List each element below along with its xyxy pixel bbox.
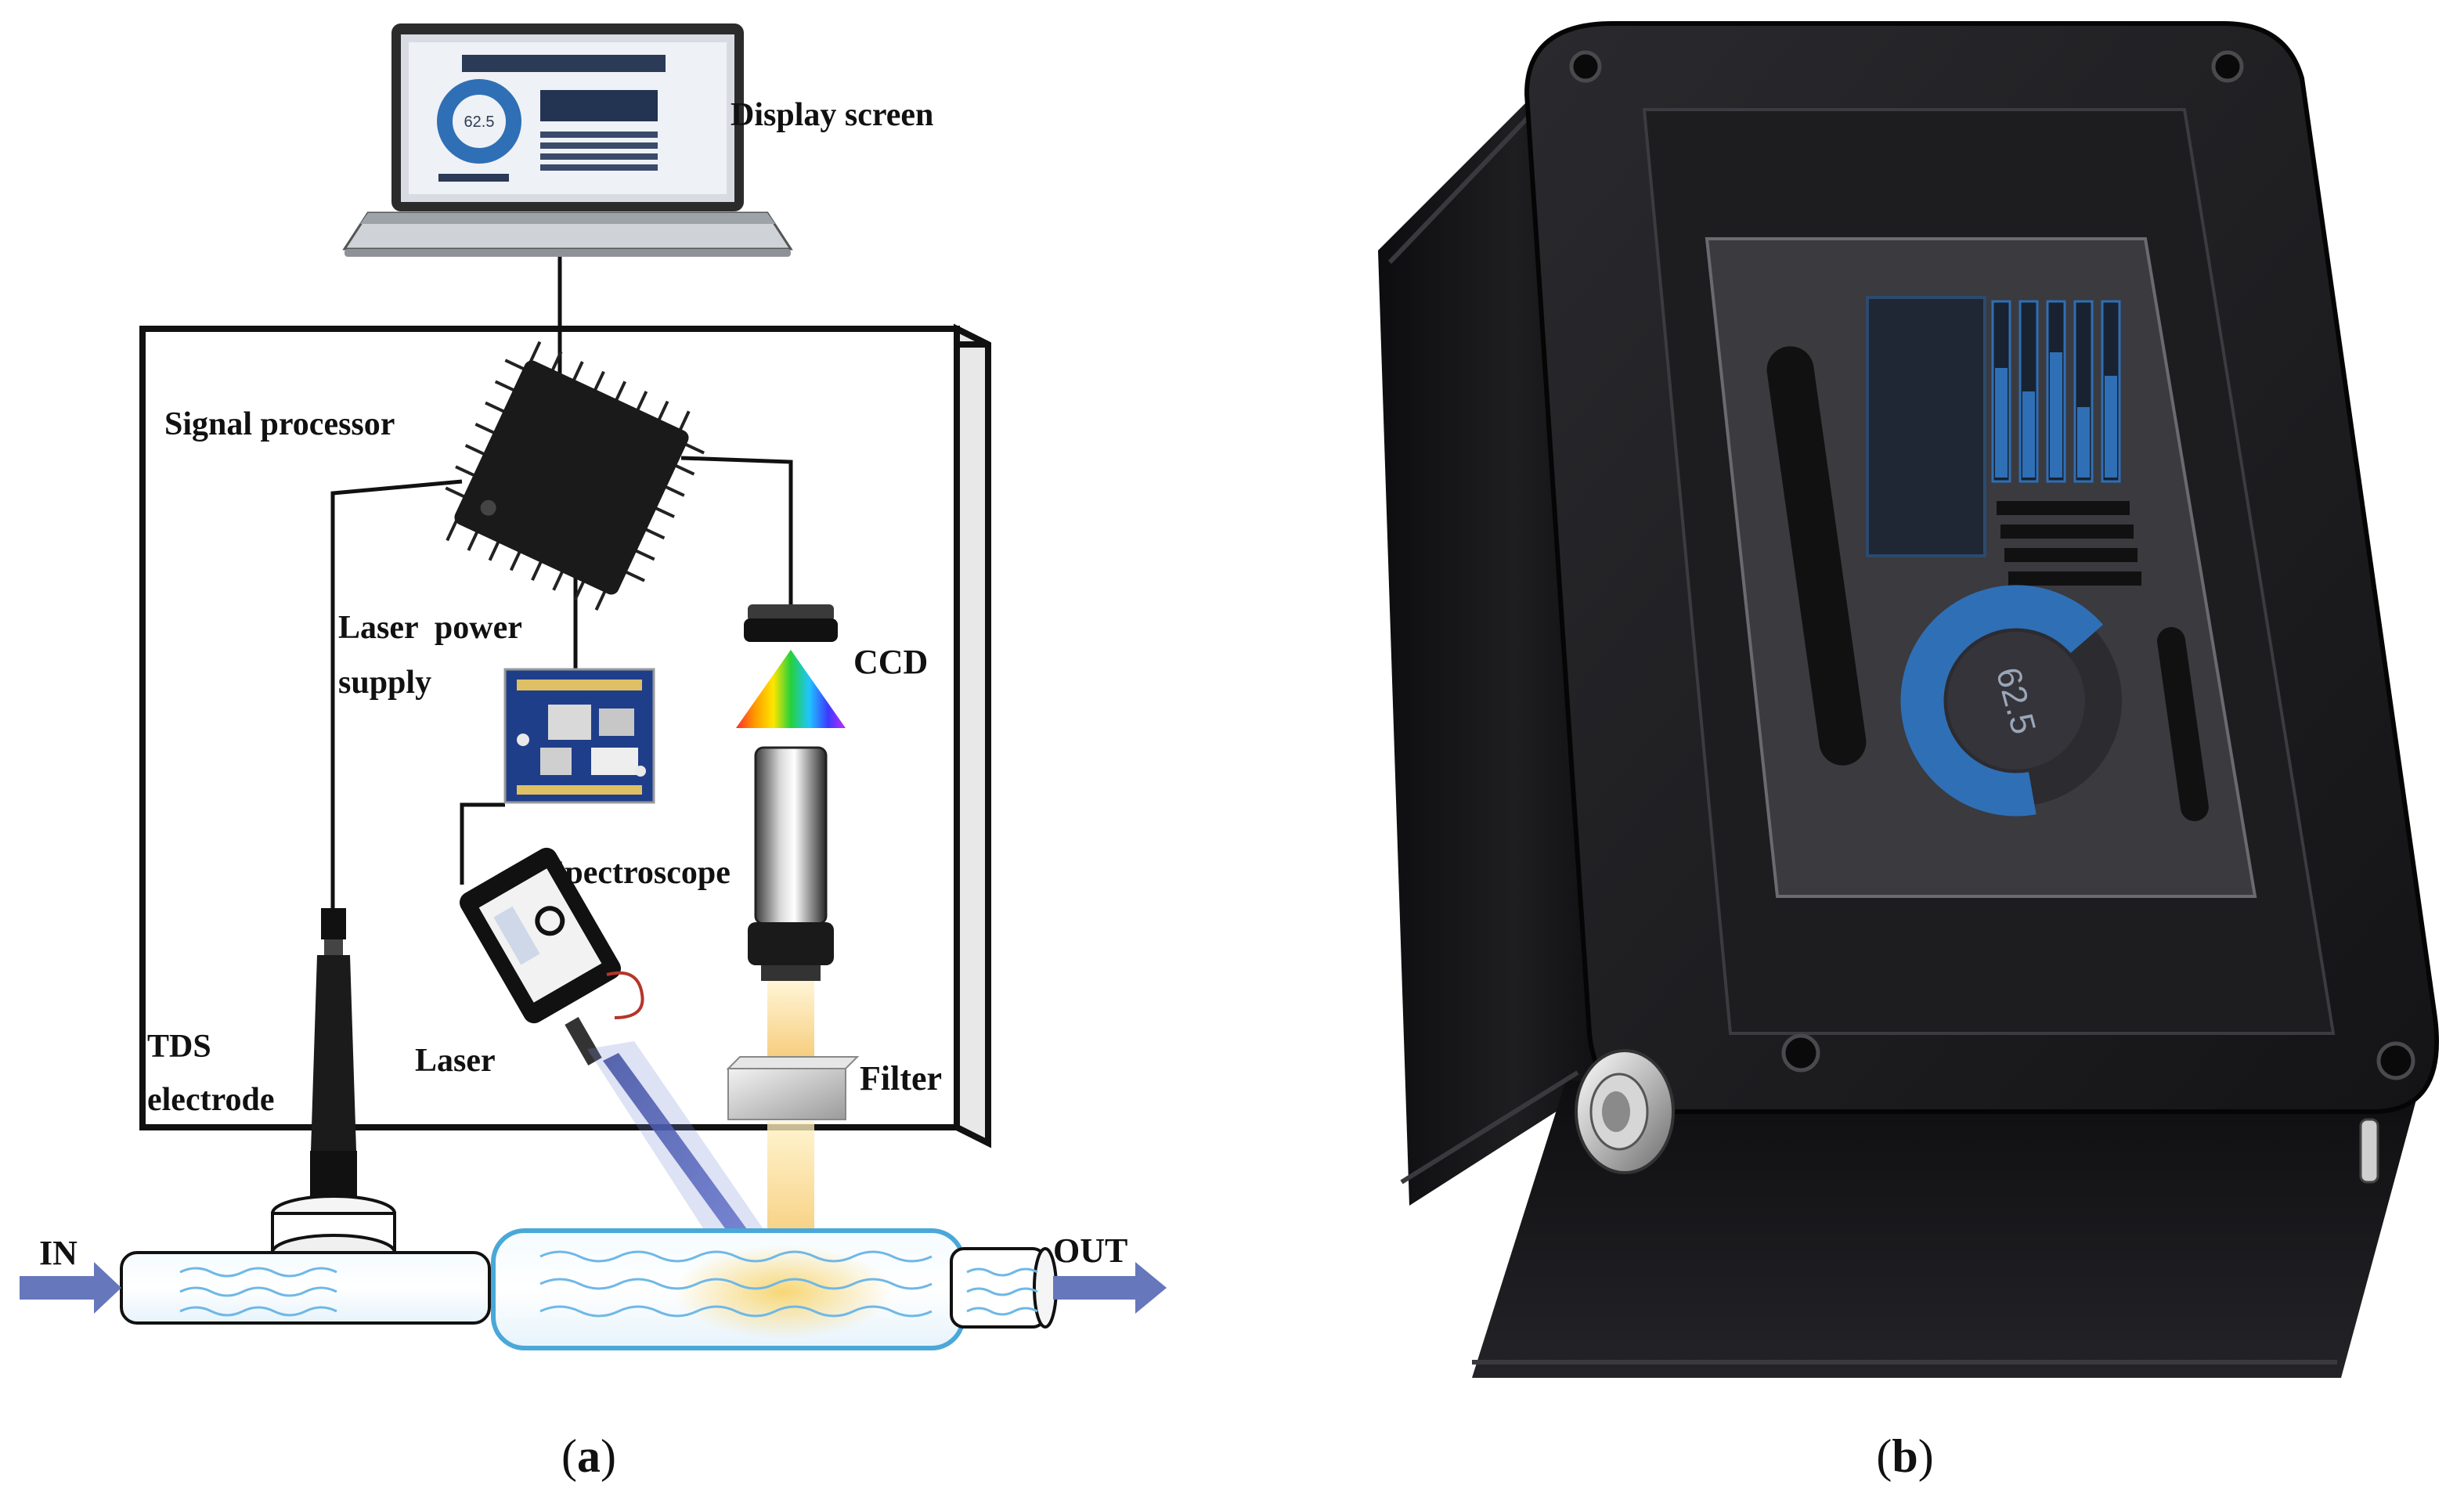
label-spectroscope: Spectroscope [547,855,731,891]
dispersion-prism-cone [736,650,846,728]
caption-a-letter: a [577,1430,601,1482]
caption-a: (a) [561,1430,616,1482]
laser-module [460,847,644,1065]
caption-b: (b) [1876,1430,1933,1482]
signal-processor-chip [445,341,705,611]
device-front-face [1472,1080,2419,1378]
label-tds-line1: TDS [147,1029,211,1065]
outlet-flow-arrow [1053,1262,1167,1314]
caption-b-letter: b [1892,1430,1917,1482]
device-display-contents: 62.5 [1766,296,2209,821]
laptop-gauge-value: 62.5 [464,114,495,131]
panel-a-schematic: 62.5 Display screen [20,23,1167,1482]
wiring [330,257,793,908]
label-laser: Laser [415,1043,496,1079]
label-tds-line2: electrode [147,1082,274,1118]
connector-port [1575,1049,1675,1174]
label-inlet: IN [39,1234,78,1272]
spectroscope-tube [748,746,834,981]
label-laser-power-line1: Laser power [338,610,522,646]
panel-b-device-render: 62.5 (b) [1378,21,2440,1482]
water-pipe [120,1228,1058,1350]
label-signal-processor: Signal processor [164,406,395,442]
label-laser-power-line2: supply [338,665,431,701]
laptop-icon: 62.5 [342,23,793,257]
device-screws [1569,50,2415,1080]
laser-power-supply-board [503,668,655,804]
label-outlet: OUT [1053,1231,1127,1270]
label-ccd: CCD [853,643,928,681]
label-filter: Filter [860,1059,942,1098]
inlet-flow-arrow [20,1262,121,1314]
ccd-detector [744,604,838,642]
label-display-screen: Display screen [731,97,933,133]
